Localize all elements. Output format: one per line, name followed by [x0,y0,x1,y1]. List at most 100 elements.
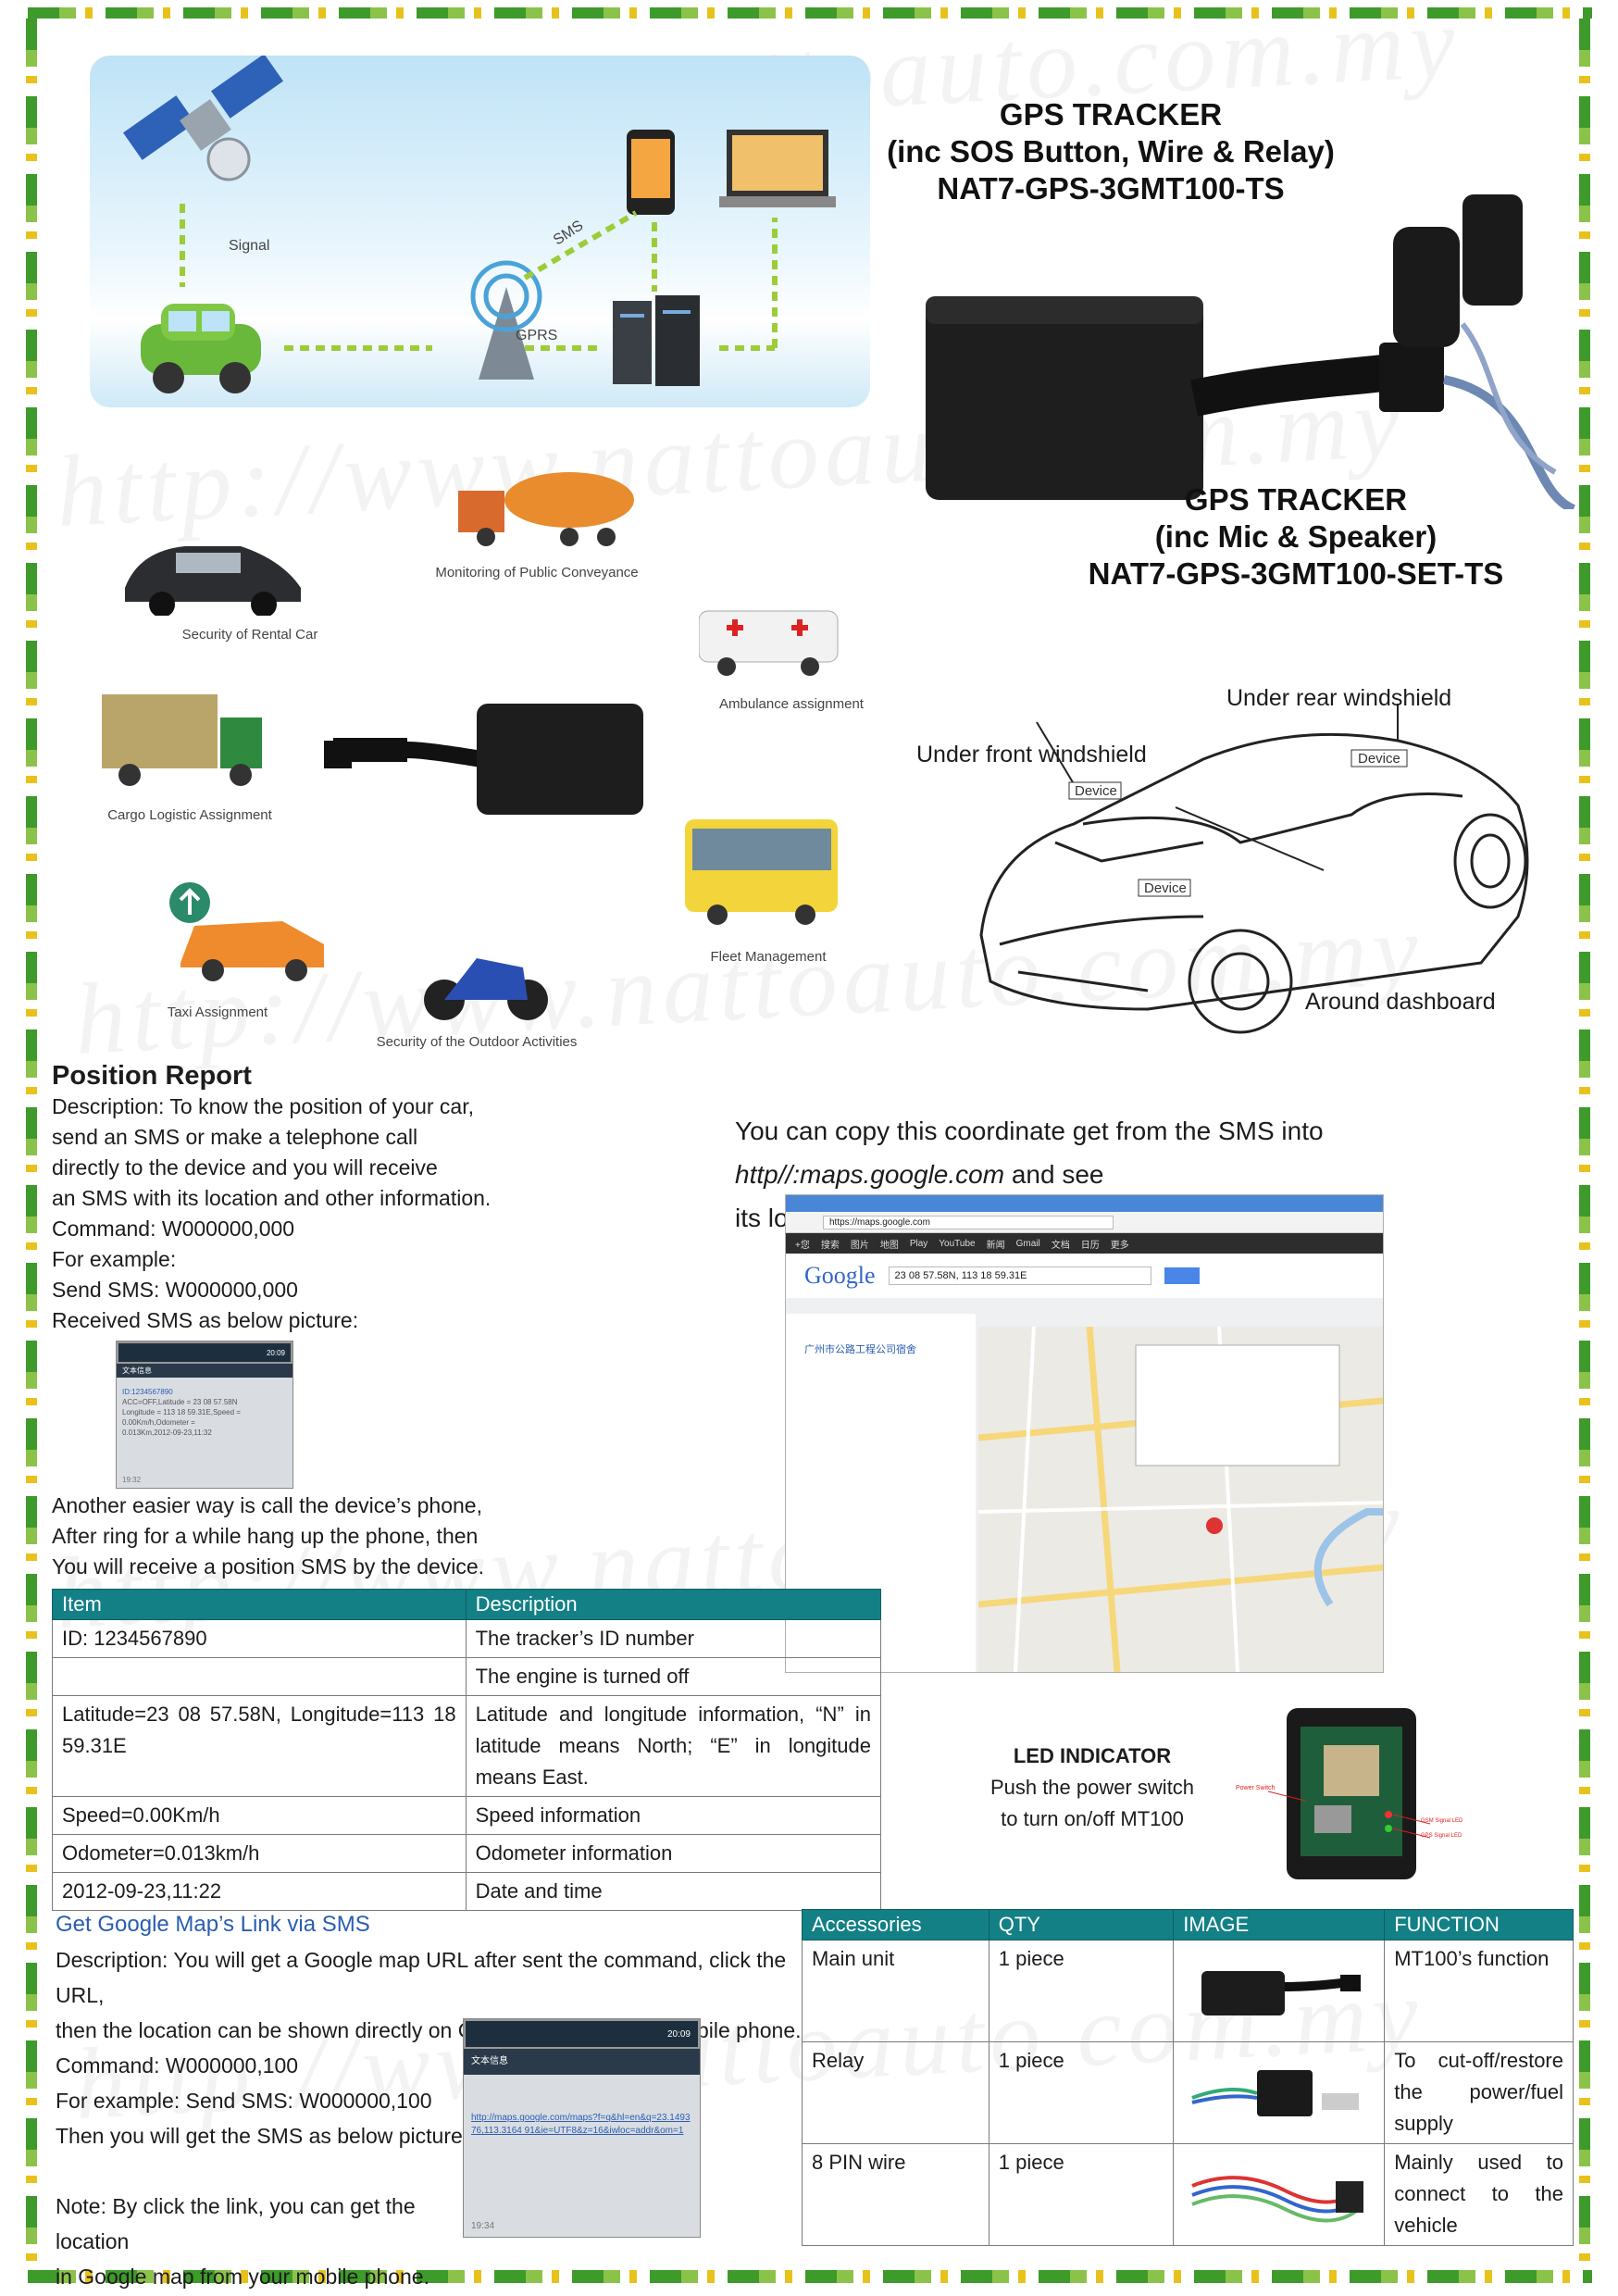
google-link-line: For example: Send SMS: W000000,100 [56,2089,432,2113]
position-report-text: Description: To know the position of you… [52,1092,552,1336]
browser-tabs [786,1195,1383,1212]
sms1-time: 20:09 [266,1348,285,1357]
table-row: 8 PIN wire 1 piece Mainly used to connec… [802,2143,1574,2246]
sms1-line: 0.00Km/h,Odometer = [122,1418,195,1427]
accessory-name: Relay [802,2041,989,2144]
device-tag-rear: Device [1358,751,1400,767]
motorbike-icon [424,958,548,1020]
app-label-outdoor: Security of the Outdoor Activities [376,1034,578,1050]
position-report-line: Send SMS: W000000,000 [52,1278,298,1302]
accessory-name: Main unit [802,1940,989,2042]
product1-title: GPS TRACKER (inc SOS Button, Wire & Rela… [833,96,1388,207]
table-cell: The engine is turned off [465,1657,882,1696]
device-tag-front: Device [1075,783,1117,799]
accessory-name: 8 PIN wire [802,2143,989,2246]
accessory-function: To cut-off/restore the power/fuel supply [1384,2041,1574,2144]
product1-line1: GPS TRACKER [999,97,1223,131]
sms1-line: 0.013Km,2012-09-23,11:32 [122,1429,212,1437]
google-logo: Google [804,1262,876,1289]
gps-led-label: GPS Signal LED [1421,1833,1462,1839]
mixer-truck-icon [458,472,634,546]
map-result-title[interactable]: 广州市公路工程公司宿舍 [804,1344,916,1355]
col-header-function: FUNCTION [1384,1909,1574,1940]
right-border [1579,19,1590,2270]
table-row: Main unit 1 piece MT100’s function [802,1940,1574,2042]
position-report-line: directly to the device and you will rece… [52,1155,438,1179]
product2-line2: (inc Mic & Speaker) [1154,519,1438,554]
table-row: Latitude=23 08 57.58N, Longitude=113 18 … [52,1695,882,1797]
table-cell: Odometer=0.013km/h [52,1834,467,1873]
bottom-border [28,2270,1592,2283]
sms1-body: ID:1234567890 ACC=OFF,Latitude = 23 08 5… [117,1378,292,1447]
sms1-line: ID:1234567890 [122,1388,173,1396]
table-cell: ID: 1234567890 [52,1619,467,1658]
product2-line3: NAT7-GPS-3GMT100-SET-TS [1088,556,1504,591]
col-header-description: Description [465,1589,882,1620]
gprs-label: GPRS [516,328,557,343]
table-row: ID: 1234567890 The tracker’s ID number [52,1619,882,1658]
label-around-dashboard: Around dashboard [1305,989,1496,1015]
network-diagram: Signal SMS GPRS [90,56,870,407]
google-link-desc1: Description: You will get a Google map U… [56,1948,787,2007]
power-switch-label: Power Switch [1236,1785,1276,1791]
accessory-qty: 1 piece [988,1940,1175,2042]
led-indicator: LED INDICATOR Push the power switch to t… [953,1741,1231,1835]
sms-info-table: Item Description ID: 1234567890 The trac… [52,1589,882,1911]
top-border [28,7,1592,19]
sms1-status-bar: 20:09 [117,1341,292,1364]
circuit-board-photo: Power Switch GSM Signal LED GPS Signal L… [1236,1708,1463,1879]
after-line: Another easier way is call the device’s … [52,1493,482,1517]
map-search-input[interactable]: 23 08 57.58N, 113 18 59.31E [888,1267,1151,1285]
center-device-icon [324,704,643,815]
table-row: Relay 1 piece To cut-off/restore the pow… [802,2041,1574,2144]
col-header-item: Item [52,1589,467,1620]
position-report-line: For example: [52,1247,177,1271]
browser-address-bar: https://maps.google.com [786,1212,1383,1233]
gsm-led-label: GSM Signal LED [1421,1818,1463,1824]
app-label-fleet: Fleet Management [710,949,827,965]
table-row: 2012-09-23,11:22 Date and time [52,1872,882,1911]
sms-screenshot-1: 20:09 文本信息 ID:1234567890 ACC=OFF,Latitud… [116,1341,293,1489]
sms-screenshot-2: 20:09 文本信息 http://maps.google.com/maps?f… [463,2018,701,2238]
phone-icon [627,130,675,215]
position-report-after: Another easier way is call the device’s … [52,1491,570,1582]
google-link-title: Get Google Map’s Link via SMS [56,1912,370,1937]
table-row: Odometer=0.013km/h Odometer information [52,1834,882,1873]
position-report-line: Command: W000000,000 [52,1217,295,1241]
table-cell: Speed information [465,1796,882,1835]
main-unit-thumbnail [1201,1970,1362,2015]
taxi-icon [169,882,324,981]
table-cell: Latitude=23 08 57.58N, Longitude=113 18 … [52,1695,467,1797]
product1-line2: (inc SOS Button, Wire & Relay) [887,134,1335,168]
col-header-image: IMAGE [1173,1909,1386,1940]
sms1-header: 文本信息 [117,1364,292,1378]
map-view [978,1327,1383,1672]
led-line2: to turn on/off MT100 [1001,1807,1184,1830]
app-label-ambulance: Ambulance assignment [719,696,864,712]
bus-icon [685,819,838,925]
col-header-qty: QTY [988,1909,1175,1940]
accessory-image-cell [1173,1940,1386,2042]
signal-label: Signal [229,238,269,254]
app-label-cargo: Cargo Logistic Assignment [107,807,272,823]
browser-url[interactable]: https://maps.google.com [823,1215,1114,1229]
google-link-line: Then you will get the SMS as below pictu… [56,2124,469,2148]
search-button[interactable] [1164,1267,1200,1284]
accessory-image-cell [1173,2041,1386,2144]
google-link-section: Get Google Map’s Link via SMS Descriptio… [56,1907,805,2294]
sms1-line: Longitude = 113 18 59.31E,Speed = [122,1408,241,1416]
table-cell: Odometer information [465,1834,882,1873]
accessory-function: Mainly used to connect to the vehicle [1384,2143,1574,2246]
map-screenshot: https://maps.google.com +您 搜索 图片 地图 Play… [785,1194,1384,1673]
product1-line3: NAT7-GPS-3GMT100-TS [937,171,1285,206]
position-report: Position Report Description: To know the… [52,1061,552,1336]
table-row: Speed=0.00Km/h Speed information [52,1796,882,1835]
google-nav-bar: +您 搜索 图片 地图 Play YouTube 新闻 Gmail 文档 日历 … [786,1233,1383,1254]
led-title: LED INDICATOR [1013,1744,1172,1767]
table-cell: The tracker’s ID number [465,1619,882,1658]
table-cell [52,1657,467,1696]
position-report-line: send an SMS or make a telephone call [52,1125,418,1149]
sms2-link[interactable]: http://maps.google.com/maps?f=q&hl=en&q=… [471,2113,691,2136]
sms2-header: 文本信息 [464,2049,700,2075]
maps-link[interactable]: http//:maps.google.com [735,1160,1005,1189]
